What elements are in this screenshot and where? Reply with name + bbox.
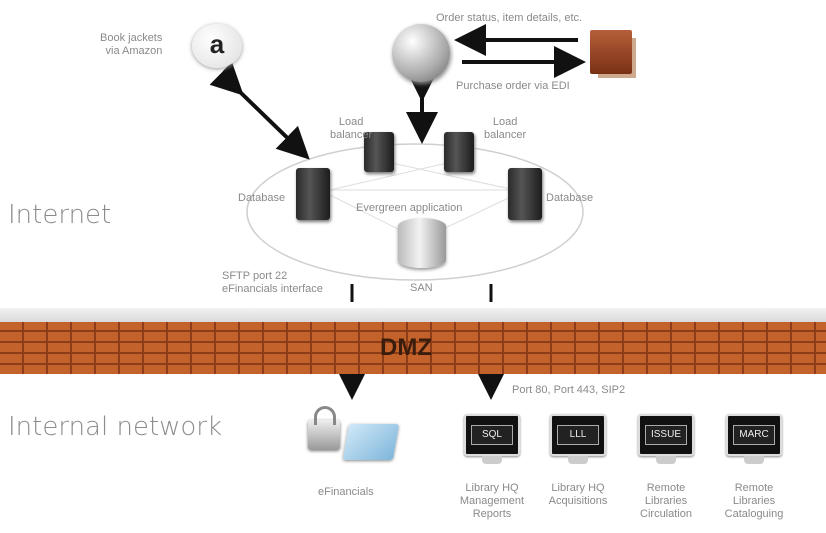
amazon-icon: a <box>192 24 242 68</box>
ports-label: Port 80, Port 443, SIP2 <box>512 384 626 396</box>
cluster-link <box>377 159 516 191</box>
evergreen-app-label: Evergreen application <box>356 202 463 214</box>
monitor-icon: LLL <box>550 414 606 456</box>
monitor-stand <box>656 456 676 464</box>
monitor-icon: MARC <box>726 414 782 456</box>
client-caption: Remote Libraries Cataloguing <box>724 482 784 520</box>
load-balancer-left-server-icon <box>364 132 394 172</box>
internal-network-zone-label: Internal network <box>8 412 223 442</box>
database-left-server-icon <box>296 168 330 220</box>
load-balancer-right-server-icon <box>444 132 474 172</box>
monitor-screen-label: MARC <box>733 425 775 445</box>
monitor-icon: SQL <box>464 414 520 456</box>
san-database-icon <box>398 218 446 268</box>
amazon-logo-text: a <box>209 29 225 59</box>
monitor-stand <box>744 456 764 464</box>
sftp-label: SFTP port 22 eFinancials interface <box>222 270 323 295</box>
globe-icon <box>392 24 450 82</box>
purchase-order-label: Purchase order via EDI <box>456 80 570 92</box>
monitor-stand <box>568 456 588 464</box>
load-balancer-right-label: Load balancer <box>484 116 527 141</box>
order-status-label: Order status, item details, etc. <box>436 12 583 24</box>
amazon-arrow <box>209 61 310 160</box>
san-label: SAN <box>410 282 433 294</box>
database-right-label: Database <box>546 192 594 204</box>
dmz-label: DMZ <box>380 334 432 361</box>
monitor-icon: ISSUE <box>638 414 694 456</box>
cluster-link <box>329 159 461 191</box>
load-balancer-left-label: Load balancer <box>330 116 373 141</box>
client-caption: Remote Libraries Circulation <box>640 482 692 520</box>
wall-cap <box>0 308 826 322</box>
internet-zone-label: Internet <box>8 200 112 230</box>
evergreen-cluster-ellipse <box>246 143 584 281</box>
bookjackets-label: Book jackets via Amazon <box>100 32 163 57</box>
monitor-screen-label: SQL <box>471 425 513 445</box>
database-left-label: Database <box>238 192 286 204</box>
client-caption: Library HQ Acquisitions <box>548 482 608 507</box>
lock-icon <box>308 406 340 450</box>
efinancials-label: eFinancials <box>318 486 374 498</box>
supplier-building-icon <box>590 30 632 74</box>
database-right-server-icon <box>508 168 542 220</box>
dmz-firewall-wall <box>0 322 826 374</box>
monitor-stand <box>482 456 502 464</box>
monitor-screen-label: LLL <box>557 425 599 445</box>
spreadsheet-icon <box>342 424 400 460</box>
monitor-screen-label: ISSUE <box>645 425 687 445</box>
client-caption: Library HQ Management Reports <box>459 482 525 520</box>
